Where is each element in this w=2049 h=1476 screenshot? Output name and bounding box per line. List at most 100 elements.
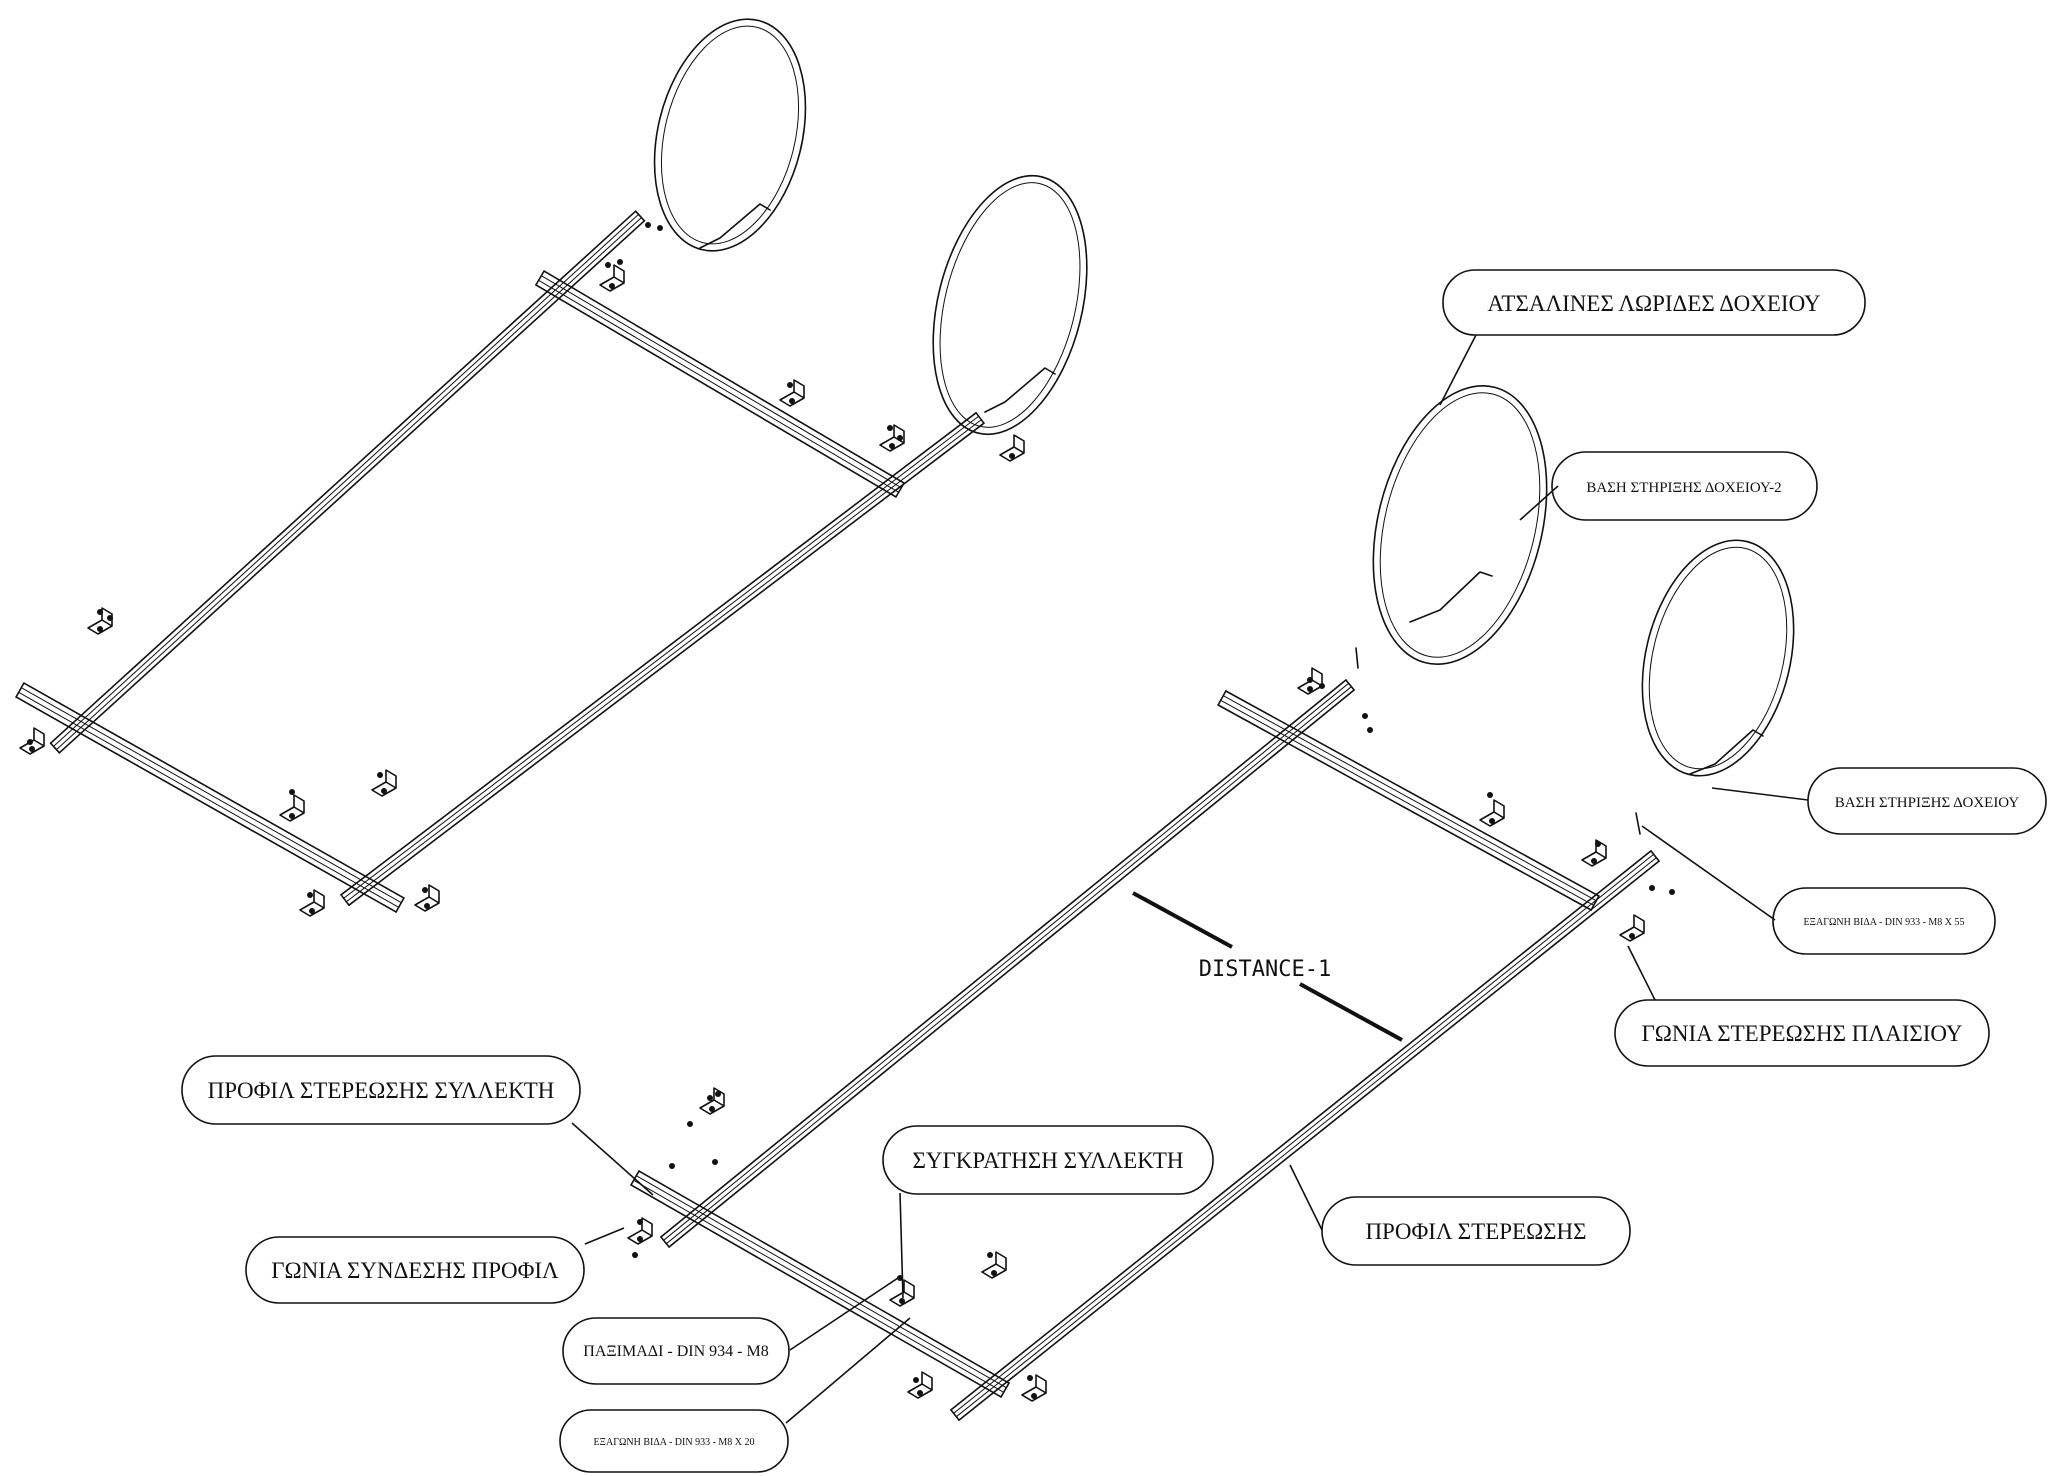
lower-long-rail-left-edge bbox=[663, 682, 1350, 1241]
upper-bracket-4-hole bbox=[1008, 452, 1015, 459]
leader-mounting-profile bbox=[1289, 1164, 1323, 1231]
lower-fastener-4 bbox=[1487, 792, 1493, 798]
upper-fastener-1 bbox=[617, 259, 623, 265]
callout-box-tank-base-2 bbox=[1551, 451, 1818, 521]
upper-strap-2-base bbox=[984, 367, 1056, 413]
lower-long-rail-left-edge bbox=[660, 679, 1347, 1238]
upper-bracket-10-hole bbox=[423, 902, 430, 909]
leader-hex-bolt-20 bbox=[785, 1317, 911, 1424]
lower-long-rail-right-edge bbox=[953, 853, 1655, 1414]
label-steel-straps: ΑΤΣΑΛΙΝΕΣ ΛΩΡΙΔΕΣ ΔΟΧΕΙΟΥ bbox=[1487, 291, 1821, 316]
callout-labels: ΑΤΣΑΛΙΝΕΣ ΛΩΡΙΔΕΣ ΔΟΧΕΙΟΥ ΒΑΣΗ ΣΤΗΡΙΞΗΣ … bbox=[208, 291, 2020, 1448]
lower-tank-strap-1-outer bbox=[1372, 384, 1548, 666]
lower-crossbar-bottom bbox=[630, 1170, 1010, 1398]
lower-long-rail-right-edge bbox=[958, 860, 1660, 1421]
upper-bracket-9 bbox=[299, 889, 325, 917]
dimension-line-upper bbox=[1132, 891, 1233, 949]
upper-crossbar-top-edge bbox=[535, 284, 897, 498]
upper-crossbar-top-edge bbox=[538, 279, 900, 493]
upper-long-rail-left bbox=[49, 210, 646, 754]
upper-crossbar-bottom-edge bbox=[23, 682, 405, 899]
lower-fastener-15 bbox=[913, 1377, 919, 1383]
label-tank-base: ΒΑΣΗ ΣΤΗΡΙΞΗΣ ΔΟΧΕΙΟΥ bbox=[1835, 795, 2020, 811]
leader-profile-angle bbox=[584, 1227, 625, 1245]
upper-long-rail-left-edge bbox=[53, 213, 640, 747]
upper-fastener-4 bbox=[897, 435, 903, 441]
lower-fastener-3 bbox=[1367, 727, 1373, 733]
lower-bolt-55-a bbox=[1355, 647, 1359, 669]
callouts bbox=[181, 269, 2047, 1473]
upper-bracket-5-hole bbox=[97, 625, 104, 632]
upper-crossbar-bottom-edge bbox=[18, 691, 400, 908]
lower-bracket-10 bbox=[1021, 1374, 1047, 1402]
label-hex-bolt-20: ΕΞΑΓΩΝΗ ΒΙΔΑ - DIN 933 - M8 X 20 bbox=[593, 1437, 754, 1448]
upper-bracket-1 bbox=[599, 264, 625, 292]
leader-frame-angle bbox=[1627, 945, 1656, 1001]
lower-bracket-1-hole bbox=[1307, 685, 1314, 692]
label-frame-angle: ΓΩΝΙΑ ΣΤΕΡΕΩΣΗΣ ΠΛΑΙΣΙΟΥ bbox=[1642, 1021, 1963, 1046]
lower-fastener-1 bbox=[1319, 683, 1325, 689]
callout-box-tank-base bbox=[1807, 767, 2047, 835]
upper-long-rail-right-edge bbox=[343, 415, 980, 899]
lower-fastener-13 bbox=[897, 1275, 903, 1281]
upper-crossbar-top-edge bbox=[543, 270, 905, 484]
upper-fastener-13 bbox=[657, 225, 663, 231]
lower-long-rail-right-end bbox=[950, 1409, 960, 1421]
callout-box-hex-bolt-55 bbox=[1772, 887, 1996, 955]
lower-strap-1-base bbox=[1409, 571, 1493, 623]
upper-fastener-7 bbox=[27, 739, 33, 745]
lower-fastener-0 bbox=[1307, 677, 1313, 683]
lower-crossbar-top-edge bbox=[1217, 704, 1592, 911]
leader-tank-base bbox=[1711, 787, 1809, 801]
callout-box-collector-profile bbox=[181, 1055, 581, 1125]
upper-long-rail-right-edge bbox=[345, 419, 982, 903]
lower-bracket-6-hole bbox=[636, 1236, 643, 1243]
lower-long-rail-right-end bbox=[1650, 850, 1660, 862]
upper-long-rail-left-end bbox=[634, 210, 646, 222]
upper-long-rail-right-end bbox=[340, 894, 350, 906]
lower-long-rail-right bbox=[950, 850, 1660, 1421]
lower-long-rail-right-edge bbox=[955, 857, 1657, 1418]
upper-long-rail-right-edge bbox=[348, 422, 985, 906]
upper-crossbar-bottom-edge bbox=[15, 696, 397, 913]
lower-bracket-2 bbox=[1479, 799, 1505, 827]
lower-fastener-17 bbox=[712, 1159, 718, 1165]
lower-fastener-7 bbox=[1669, 889, 1675, 895]
leader-collector-clamp bbox=[899, 1192, 904, 1299]
upper-bracket-9-hole bbox=[308, 907, 315, 914]
dimension-distance-1: DISTANCE-1 bbox=[1132, 891, 1403, 1042]
lower-long-rail-left-end bbox=[1345, 679, 1355, 691]
upper-bracket-7-hole bbox=[288, 812, 295, 819]
leader-nut bbox=[789, 1277, 899, 1351]
upper-long-rail-left-edge bbox=[55, 217, 642, 751]
label-collector-clamp: ΣΥΓΚΡΑΤΗΣΗ ΣΥΛΛΕΚΤΗ bbox=[913, 1148, 1184, 1173]
lower-bracket-2-hole bbox=[1489, 817, 1496, 824]
lower-crossbar-bottom-edge bbox=[630, 1184, 1002, 1398]
lower-bolt-55-b bbox=[1635, 812, 1641, 835]
upper-long-rail-right-end bbox=[975, 412, 985, 424]
callout-box-profile-angle bbox=[245, 1236, 585, 1304]
upper-fastener-11 bbox=[422, 887, 428, 893]
leader-hex-bolt-55 bbox=[1641, 825, 1776, 921]
lower-tank-strap-2-outer bbox=[1641, 539, 1795, 777]
lower-long-rail-left-edge bbox=[668, 689, 1355, 1248]
lower-crossbar-bottom-end bbox=[1000, 1382, 1010, 1398]
upper-fastener-12 bbox=[645, 222, 651, 228]
upper-crossbar-bottom-end bbox=[15, 682, 25, 698]
lower-tank-strap-2-inner bbox=[1648, 546, 1788, 770]
upper-bracket-2 bbox=[779, 379, 805, 407]
leader-collector-profile bbox=[571, 1122, 654, 1196]
dimension-label: DISTANCE-1 bbox=[1199, 957, 1331, 982]
lower-long-rail-right-edge bbox=[950, 850, 1652, 1411]
lower-crossbar-top-end bbox=[1217, 690, 1227, 706]
upper-fastener-6 bbox=[107, 615, 113, 621]
lower-fastener-10 bbox=[687, 1121, 693, 1127]
lower-bracket-10-hole bbox=[1031, 1393, 1038, 1400]
lower-bracket-7-hole bbox=[898, 1298, 905, 1305]
lower-fastener-18 bbox=[669, 1163, 675, 1169]
upper-long-rail-left-edge bbox=[58, 220, 646, 754]
lower-fastener-9 bbox=[715, 1091, 721, 1097]
upper-fastener-0 bbox=[605, 262, 611, 268]
lower-strap-2-base bbox=[1689, 729, 1764, 775]
upper-tank-strap-1-inner bbox=[660, 25, 800, 245]
